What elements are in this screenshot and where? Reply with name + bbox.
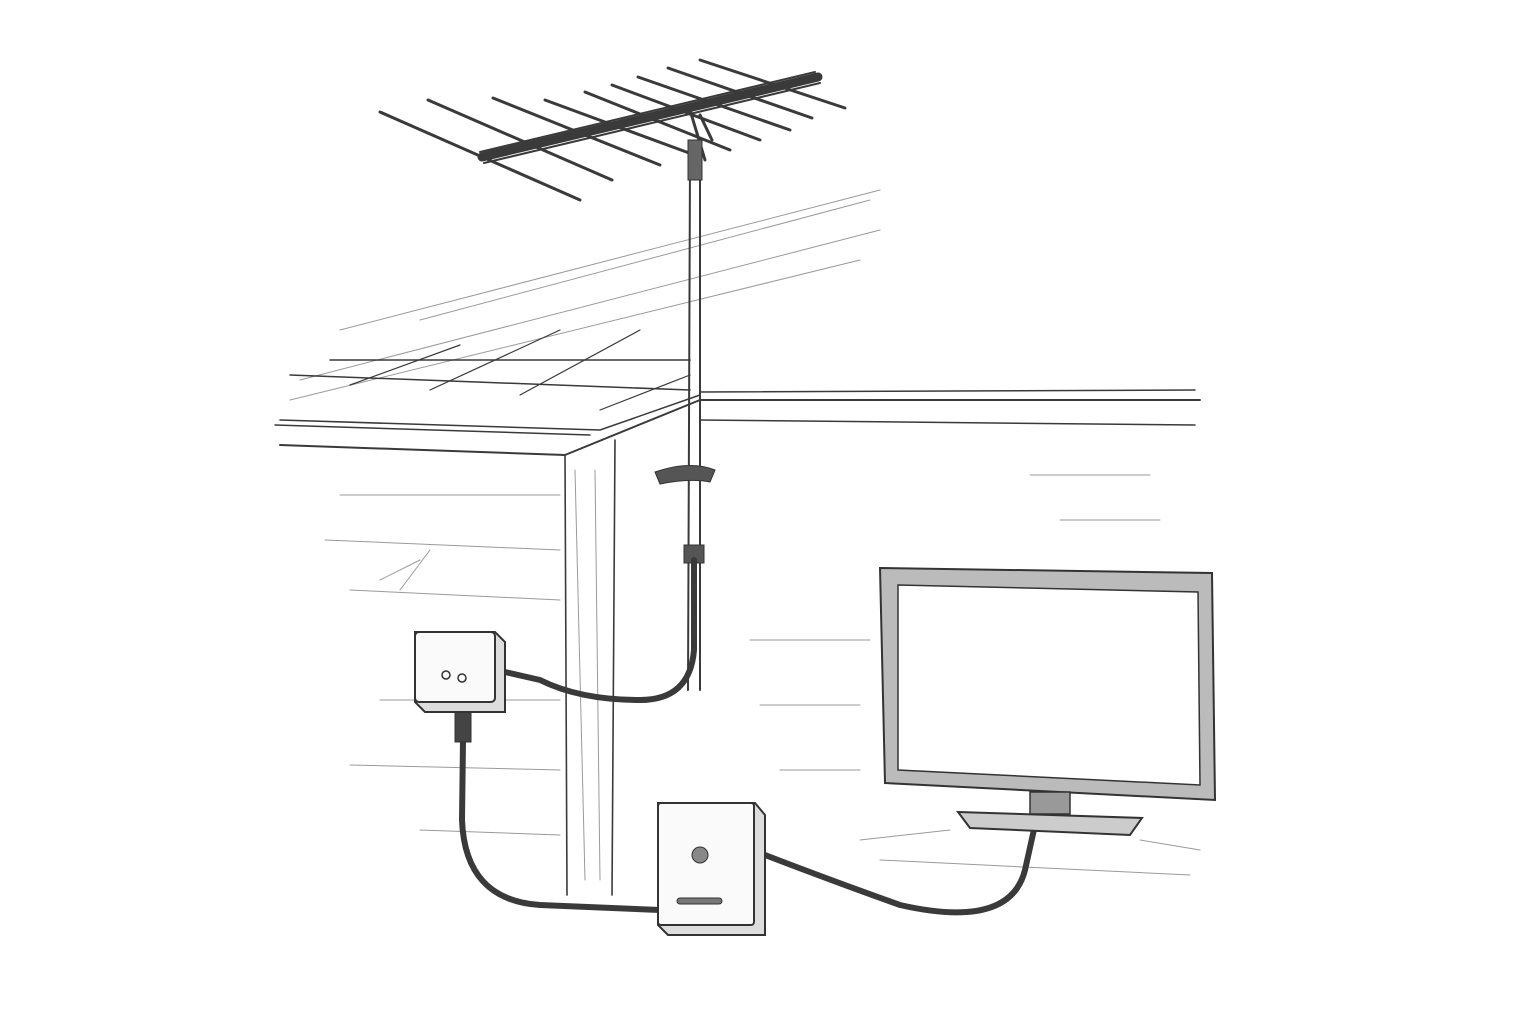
wall-outlet	[657, 802, 766, 936]
wall	[324, 439, 1201, 896]
tv-screen	[897, 584, 1201, 786]
mast-bracket	[654, 465, 716, 485]
coax-socket-icon	[691, 846, 709, 864]
television	[878, 566, 1217, 837]
antenna	[378, 58, 847, 202]
mast	[654, 139, 716, 691]
roof	[274, 189, 1201, 456]
cables	[454, 557, 1038, 916]
tv-stand	[955, 810, 1144, 837]
connector-icon	[457, 673, 467, 683]
wall-box	[414, 631, 506, 713]
connector-icon	[441, 670, 451, 680]
